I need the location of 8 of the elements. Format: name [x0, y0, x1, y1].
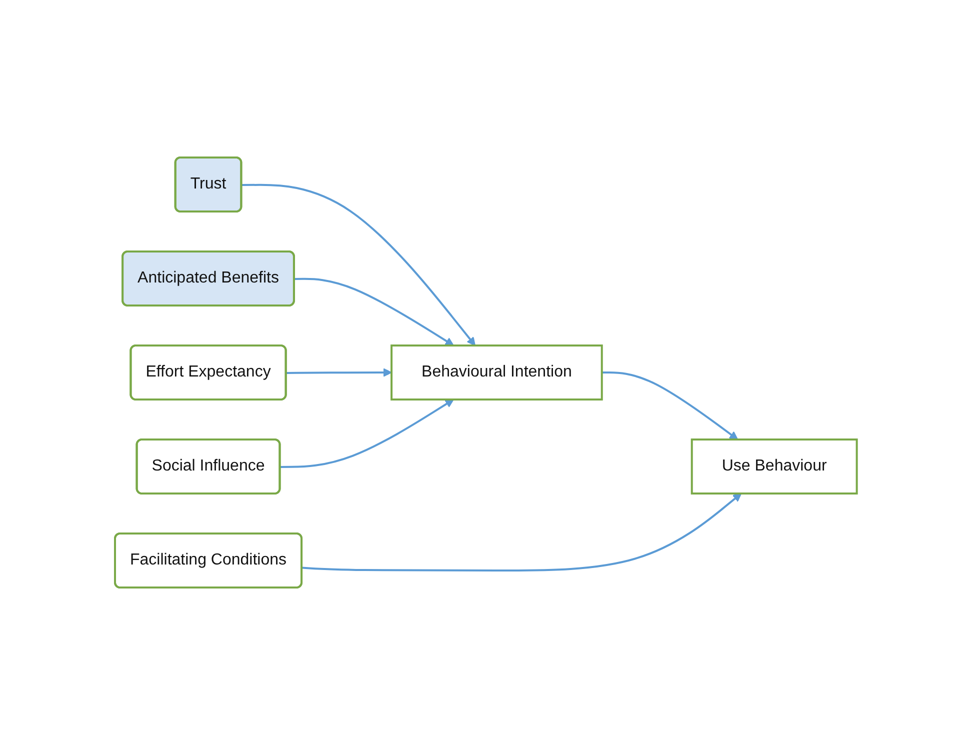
- arrow: [602, 372, 738, 440]
- arrow: [302, 493, 742, 572]
- arrow: [242, 184, 476, 346]
- arrow: [280, 399, 454, 468]
- arrow: [294, 278, 454, 346]
- node-box: Behavioural Intention: [390, 344, 603, 400]
- arrow: [286, 368, 392, 377]
- node-box: Use Behaviour: [690, 438, 858, 494]
